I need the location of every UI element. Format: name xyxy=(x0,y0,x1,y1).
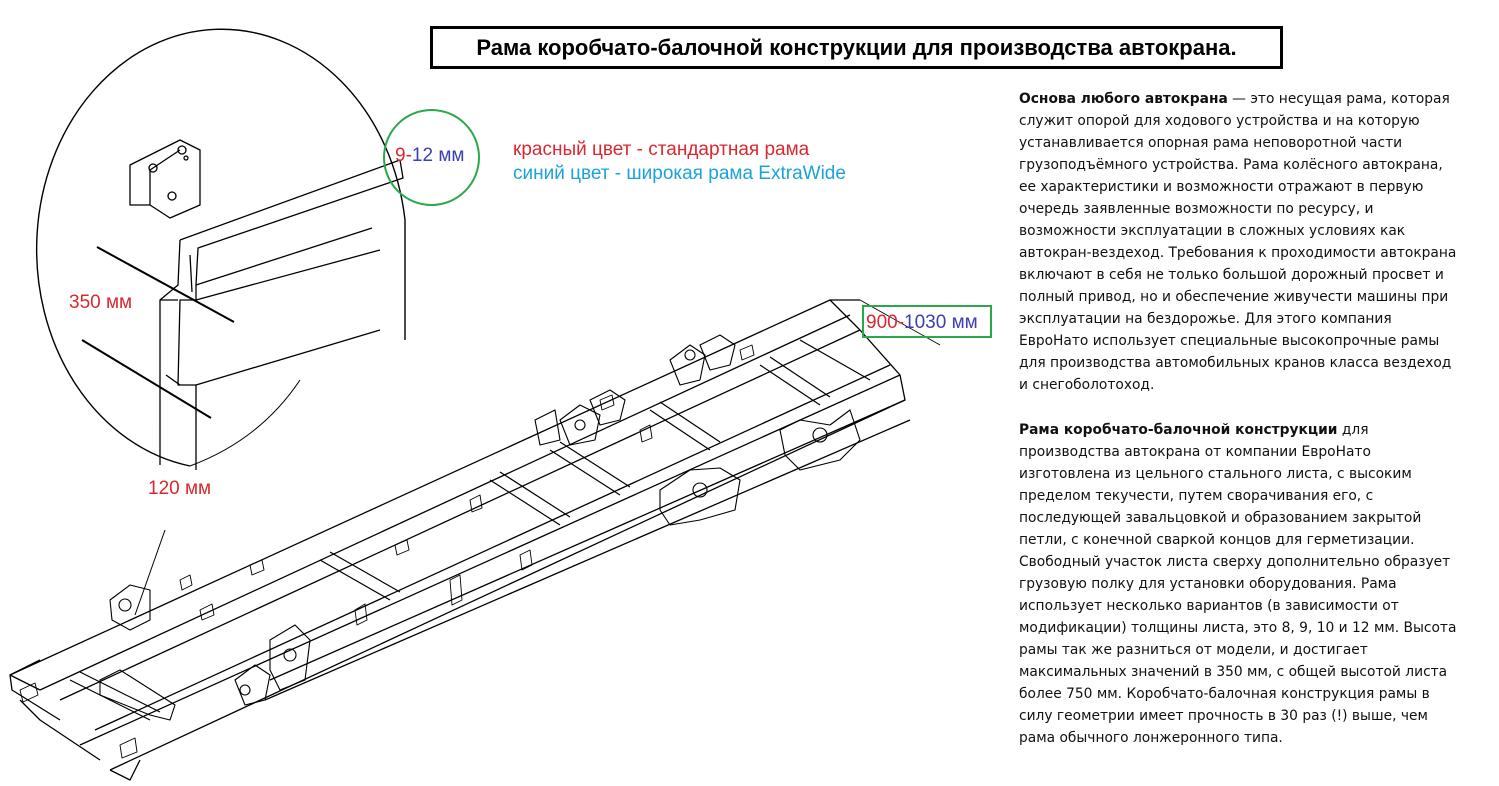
mount-bracket xyxy=(129,139,201,219)
legend-extrawide: синий цвет - широкая рама ExtraWide xyxy=(513,163,846,184)
article-paragraph-1: Основа любого автокрана — это несущая ра… xyxy=(1019,88,1459,396)
beam-section xyxy=(159,159,404,470)
detail-circle xyxy=(35,28,406,467)
cross-members xyxy=(69,339,871,721)
spring-hangers xyxy=(99,334,861,721)
frame-width-highlight-box xyxy=(862,305,992,338)
thickness-std-value: 9- xyxy=(395,145,412,166)
legend-standard: красный цвет - стандартная рама xyxy=(513,139,810,160)
article-p2-body: для производства автокрана от компании Е… xyxy=(1019,422,1457,746)
article-paragraph-2: Рама коробчато-балочной конструкции для … xyxy=(1019,419,1459,749)
thickness-wide-value: 12 мм xyxy=(411,145,465,166)
frame-std-value: 900- xyxy=(866,312,905,333)
rail-details xyxy=(19,344,755,759)
article-p1-body: — это несущая рама, которая служит опоро… xyxy=(1019,91,1457,393)
height-label: 350 мм xyxy=(69,292,133,313)
frame-wide-value: 1030 мм xyxy=(904,312,978,333)
width-label: 120 мм xyxy=(148,478,212,499)
frame-width-label: 900-1030 мм xyxy=(866,312,978,334)
page-title: Рама коробчато-балочной конструкции для … xyxy=(430,26,1283,69)
article-p2-lead: Рама коробчато-балочной конструкции xyxy=(1019,422,1338,438)
thickness-highlight-circle xyxy=(383,109,480,206)
article-p1-lead: Основа любого автокрана xyxy=(1019,91,1228,107)
thickness-label: 9-12 мм xyxy=(395,145,464,167)
main-frame-rails xyxy=(9,299,941,781)
frame-drawing xyxy=(9,28,941,781)
